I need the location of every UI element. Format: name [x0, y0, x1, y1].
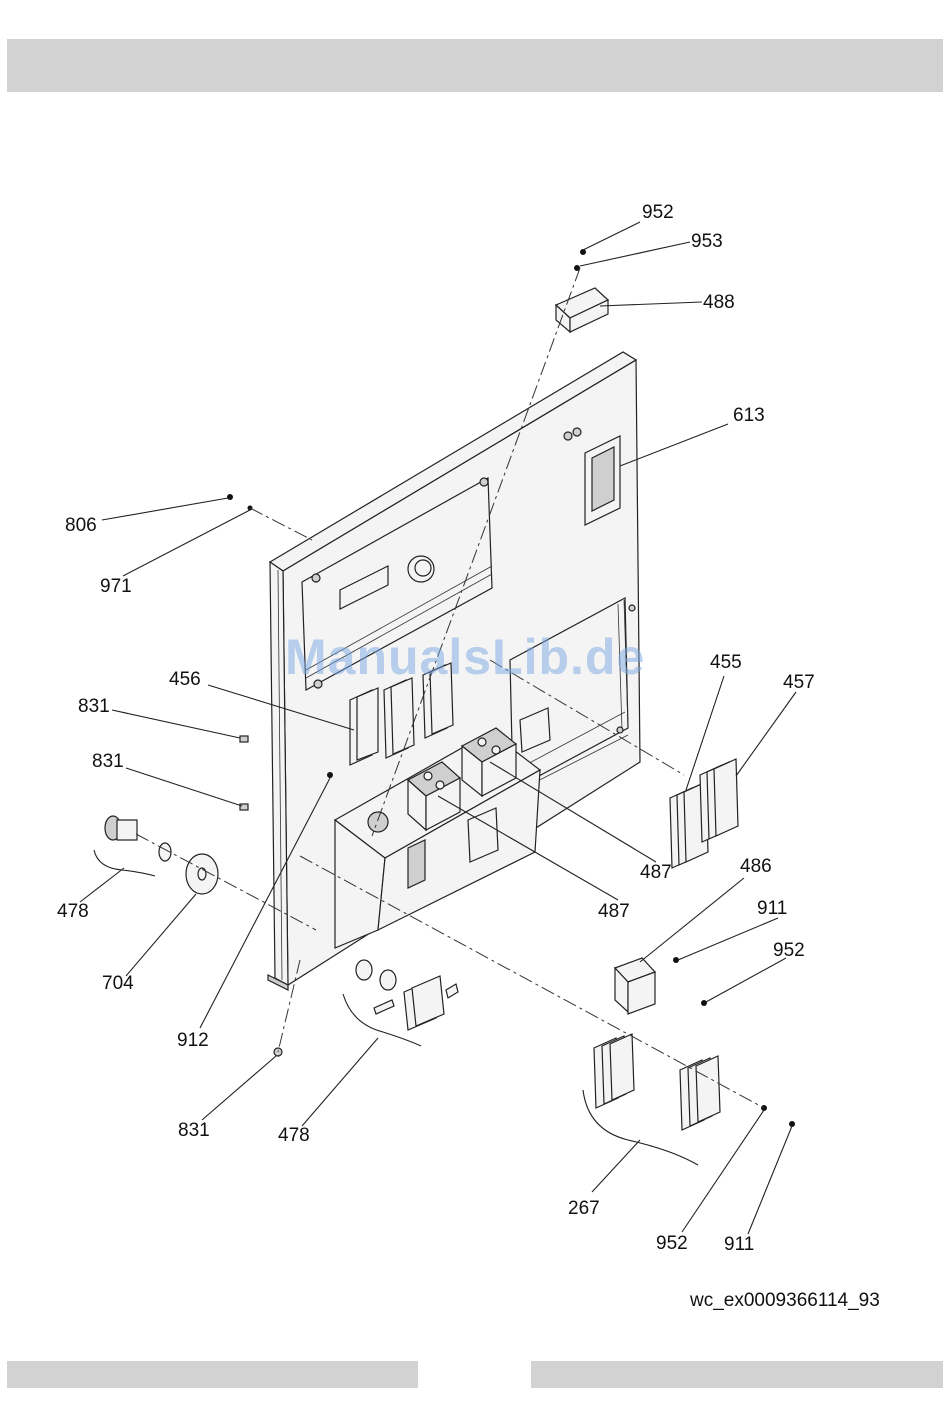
callout-267: 267 — [568, 1198, 600, 1219]
contactor-267-a — [594, 1034, 634, 1108]
callout-704: 704 — [102, 973, 134, 994]
washer-704 — [186, 854, 218, 894]
callout-831-middle: 831 — [92, 751, 124, 772]
callout-455: 455 — [710, 652, 742, 673]
callout-478-bottom: 478 — [278, 1125, 310, 1146]
cable-gland-478 — [105, 816, 171, 861]
fuse-holder-486 — [615, 958, 655, 1014]
callout-487-right: 487 — [640, 862, 672, 883]
callout-953: 953 — [691, 231, 723, 252]
callout-478-left: 478 — [57, 901, 89, 922]
callout-952-middle: 952 — [773, 940, 805, 961]
callout-806: 806 — [65, 515, 97, 536]
footer-bar-right — [531, 1361, 943, 1388]
callout-952-bottom: 952 — [656, 1233, 688, 1254]
callout-831-lower: 831 — [178, 1120, 210, 1141]
callout-831-upper: 831 — [78, 696, 110, 717]
callout-487-left: 487 — [598, 901, 630, 922]
callout-911-bottom: 911 — [724, 1234, 754, 1255]
callout-613: 613 — [733, 405, 765, 426]
connector-488 — [556, 288, 608, 332]
watermark: ManualsLib.de — [285, 628, 665, 686]
footer-bar-left — [7, 1361, 418, 1388]
callout-971: 971 — [100, 576, 132, 597]
callout-952-top: 952 — [642, 202, 674, 223]
callout-488: 488 — [703, 292, 735, 313]
contactor-267-b — [680, 1056, 720, 1130]
callout-456: 456 — [169, 669, 201, 690]
lower-parts-478 — [356, 960, 458, 1030]
callout-912: 912 — [177, 1030, 209, 1051]
callout-486: 486 — [740, 856, 772, 877]
relay-group-455-457 — [670, 759, 738, 868]
callout-911-upper: 911 — [757, 898, 787, 919]
callout-457: 457 — [783, 672, 815, 693]
image-reference: wc_ex0009366114_93 — [690, 1290, 880, 1312]
